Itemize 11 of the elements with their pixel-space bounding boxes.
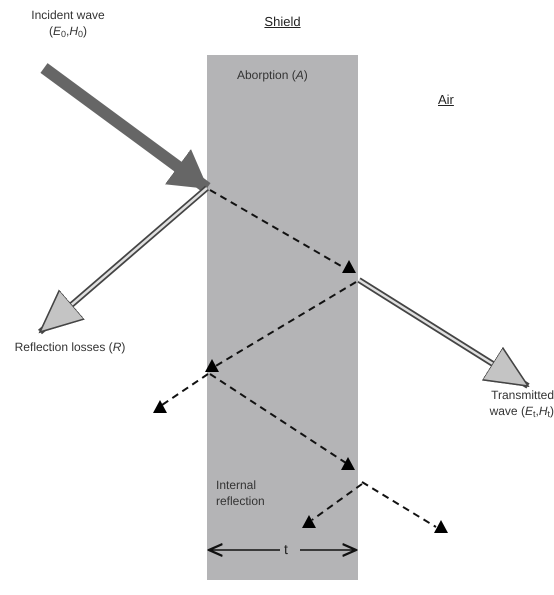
air-label: Air (438, 92, 454, 109)
wave-label: Incident wave (E$_{0}$,H$_{0}$) (20, 8, 116, 58)
arrow (40, 63, 211, 193)
thickness-label: t (284, 540, 288, 558)
arrow (38, 186, 209, 334)
wave-label: Transmitted wave (E$_{t}$,H$_{t}$) (462, 388, 554, 432)
shield-heading: Shield (263, 14, 302, 31)
arrow (357, 277, 530, 389)
wave-label: Reflection losses (R) (6, 340, 134, 384)
absorption-label: Aborption (A) (237, 68, 308, 84)
internal-reflection-label: Internal reflection (216, 478, 266, 510)
